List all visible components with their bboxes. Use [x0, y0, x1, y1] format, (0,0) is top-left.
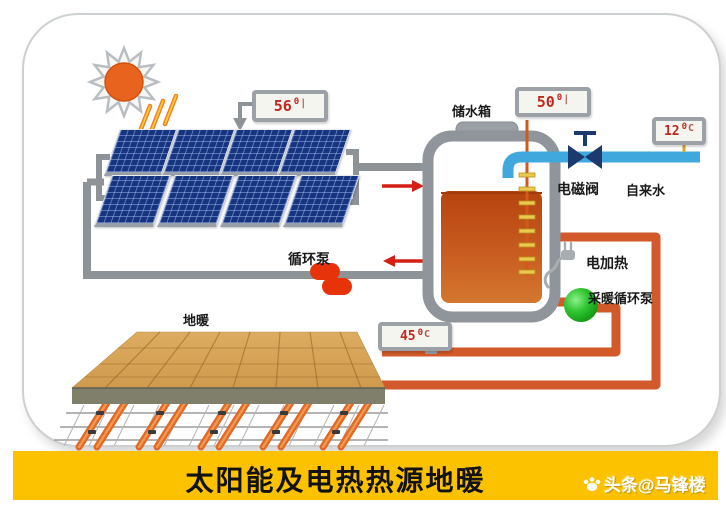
gauge-unit: | — [300, 98, 307, 109]
gauge-pointer-arrow-icon — [233, 102, 252, 131]
gauge-degree: 0 — [417, 327, 424, 338]
floor-top — [71, 331, 386, 389]
circulation-pump-label: 循环泵 — [288, 251, 330, 267]
gauge-unit: | — [563, 94, 570, 105]
gauge-unit: C — [688, 123, 695, 134]
gauge-value: 45 — [399, 329, 416, 344]
gauge-value: 12 — [663, 123, 680, 139]
storage-tank — [422, 121, 561, 323]
floor-heating-label: 地暖 — [183, 313, 210, 328]
title-banner: 太阳能及电热热源地暖 — [13, 451, 718, 500]
heating-pump-label: 采暖循环泵 — [588, 291, 654, 306]
tank-water — [441, 191, 542, 303]
watermark: 头条@马锋楼 — [582, 471, 706, 496]
storage-tank-label: 储水箱 — [452, 104, 492, 119]
sun-icon — [86, 44, 162, 120]
banner-title: 太阳能及电热热源地暖 — [185, 466, 486, 497]
gauge-degree: 0 — [681, 122, 688, 132]
floor-mesh — [54, 397, 388, 451]
heating-pump-icon — [564, 288, 598, 322]
gauge-unit: C — [424, 328, 431, 340]
electric-heater-label: 电加热 — [586, 255, 628, 271]
solenoid-valve-label: 电磁阀 — [557, 181, 599, 197]
solenoid-valve-icon — [568, 131, 602, 169]
tap-water-label: 自来水 — [626, 183, 666, 198]
collector-pipes — [83, 149, 432, 279]
gauge-degree: 0 — [293, 97, 300, 107]
gauge-value: 50 — [536, 92, 555, 111]
paw-icon — [583, 476, 601, 491]
watermark-text: 头条@马锋楼 — [604, 476, 706, 495]
tank-sensor-ticks — [518, 172, 536, 275]
floor-edge — [72, 387, 385, 404]
cold-water-pipe — [502, 151, 700, 178]
flow-arrow-right-icon — [382, 180, 424, 192]
gauge-value: 56 — [273, 96, 292, 115]
flow-arrow-left-icon — [383, 255, 425, 267]
circulation-pump-icon — [310, 263, 352, 295]
electric-heater-icon — [543, 241, 575, 289]
heating-coils — [75, 397, 374, 451]
gauge-degree: 0 — [556, 93, 563, 103]
sun-rays-icon — [136, 93, 179, 137]
